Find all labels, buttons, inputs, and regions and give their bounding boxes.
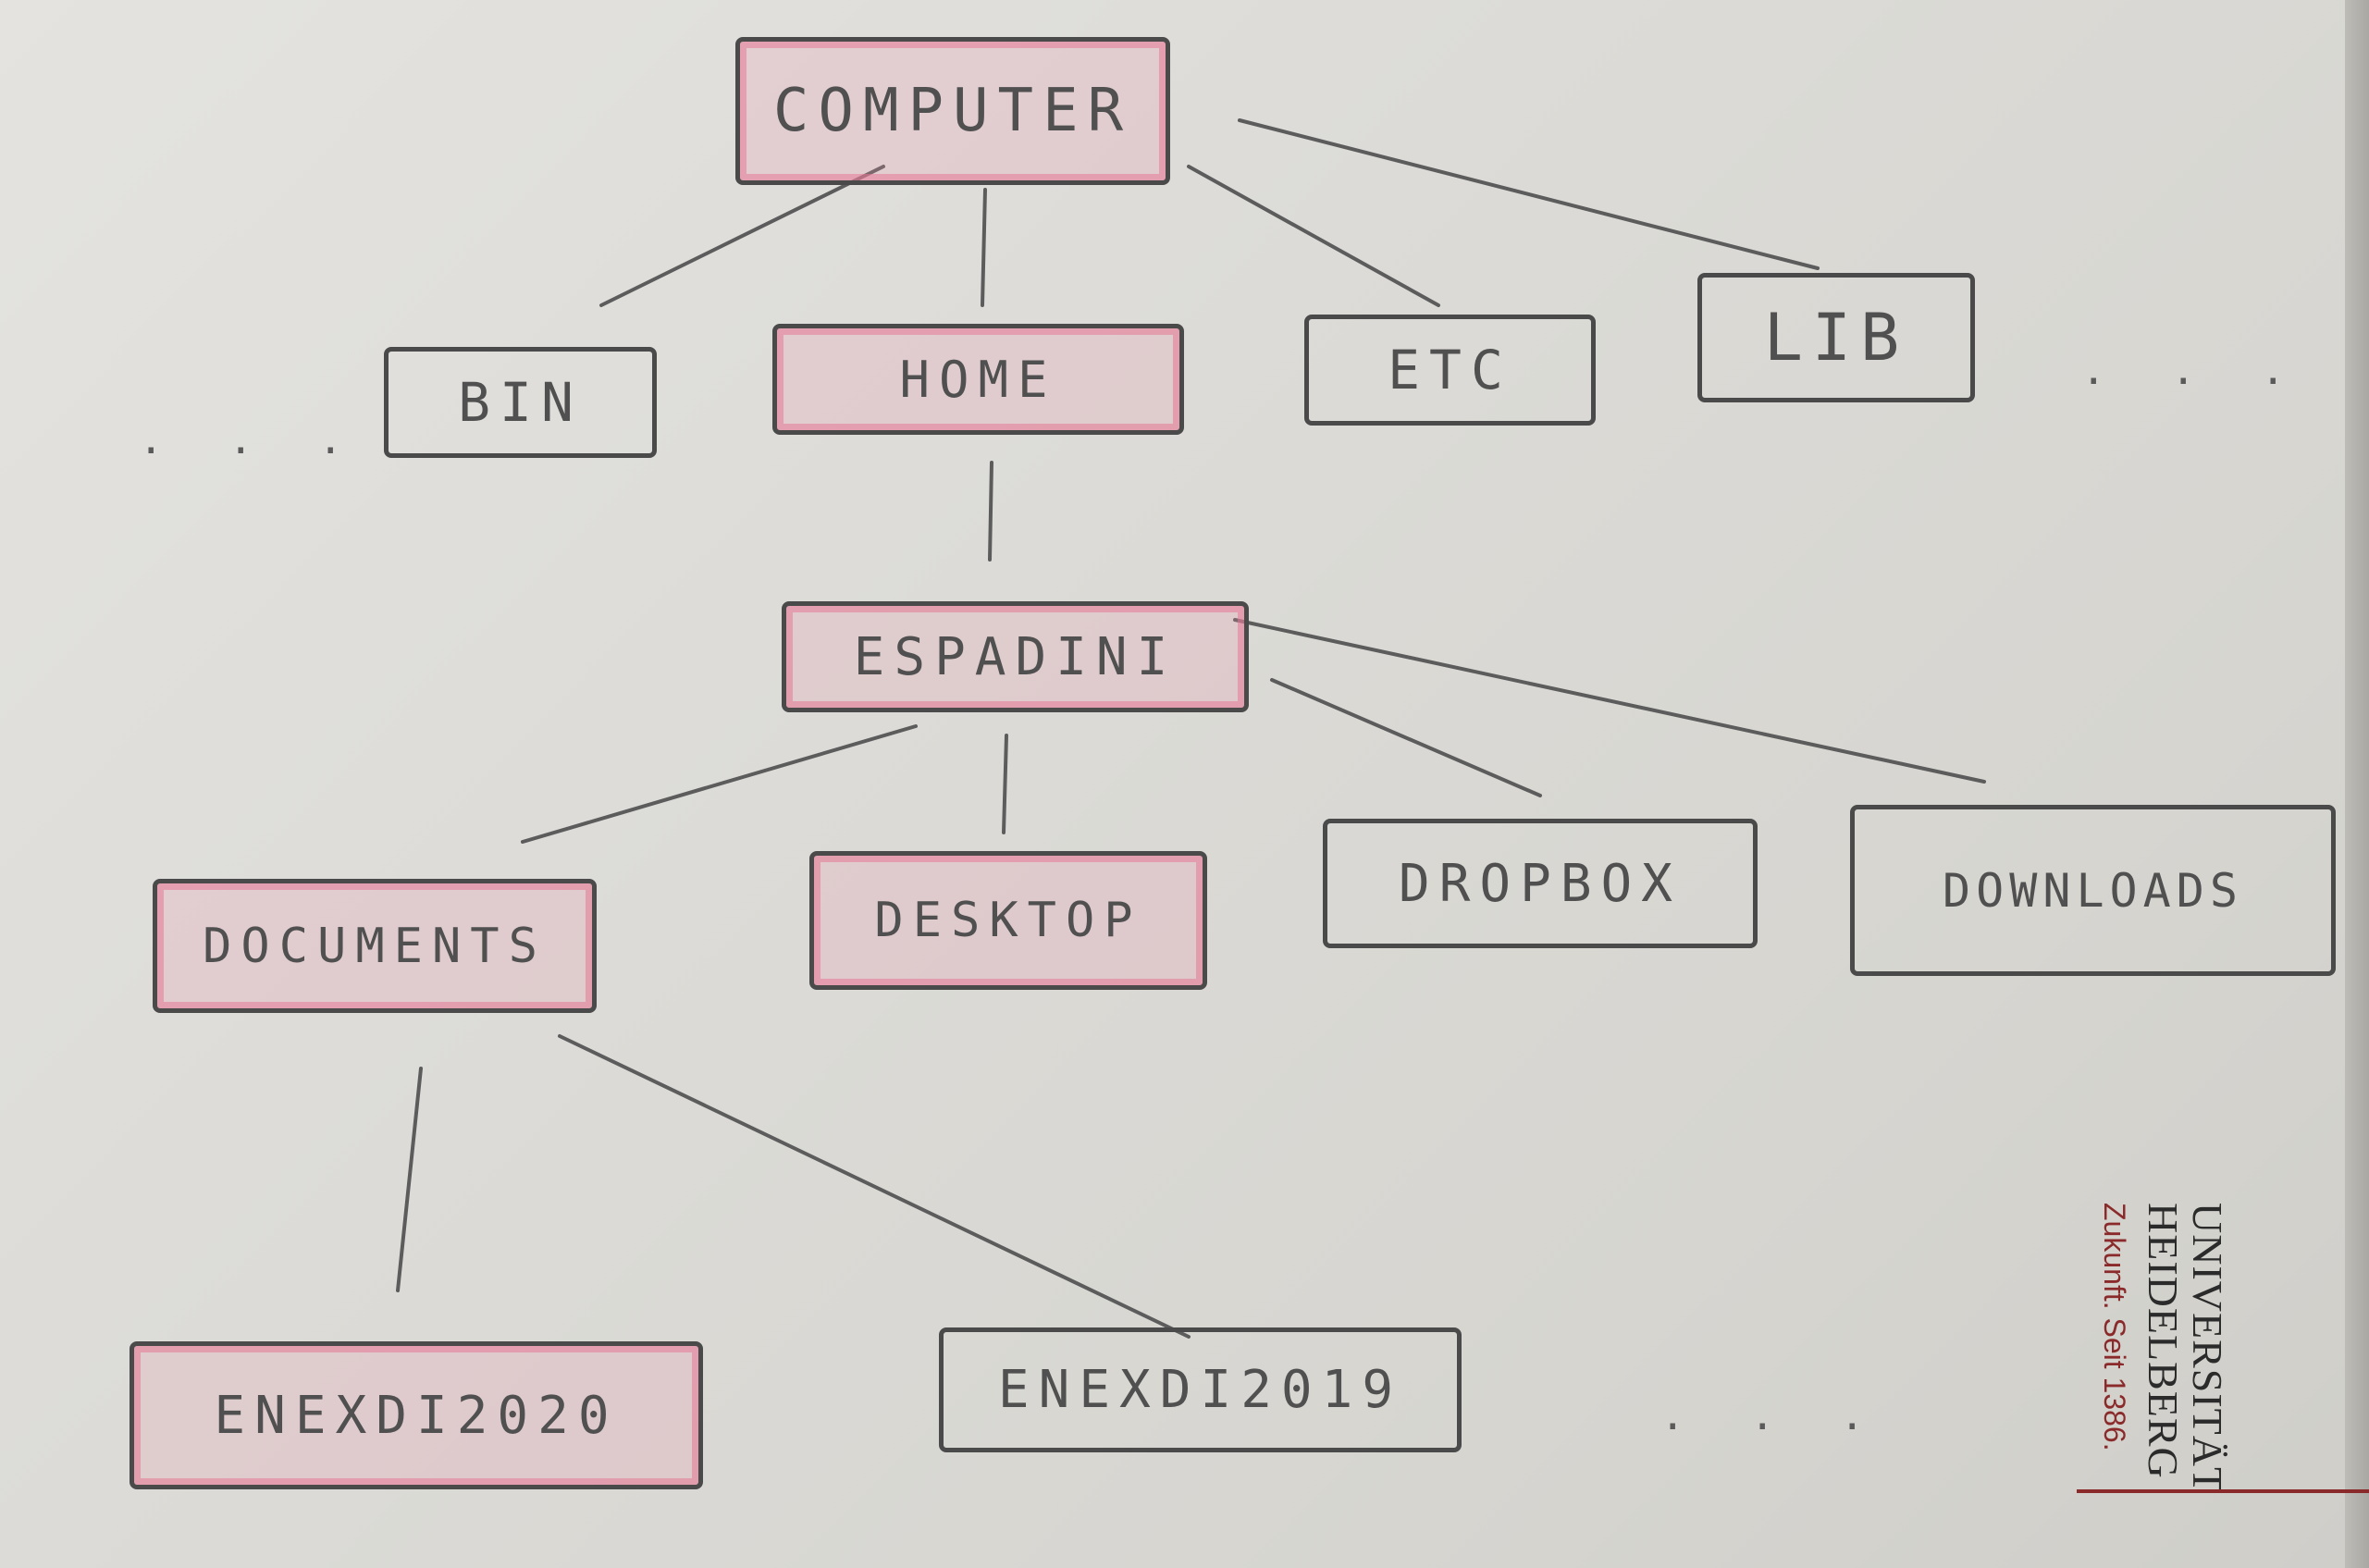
ellipsis-left: . . . (139, 416, 364, 463)
node-home-label: HOME (899, 350, 1057, 409)
node-enexdi2019-label: ENEXDI2019 (997, 1360, 1403, 1420)
edge-espadini-desktop (1002, 734, 1008, 834)
edge-computer-etc (1187, 165, 1440, 307)
ellipsis-right: . . . (2081, 347, 2306, 394)
logo-line-heidelberg: HEIDELBERG (2140, 1203, 2187, 1479)
node-dropbox-label: DROPBOX (1398, 853, 1682, 914)
node-downloads-label: DOWNLOADS (1943, 863, 2243, 918)
node-etc-label: ETC (1388, 339, 1512, 401)
ellipsis-bottom: . . . (1660, 1392, 1885, 1439)
node-documents-label: DOCUMENTS (203, 918, 547, 974)
paper-edge (2345, 0, 2369, 1568)
node-espadini: ESPADINI (782, 601, 1249, 712)
edge-documents-enexdi2019 (558, 1034, 1191, 1339)
node-bin-label: BIN (458, 371, 583, 434)
edge-computer-home (981, 188, 987, 307)
logo-line-universitat: UNIVERSITÄT (2184, 1203, 2231, 1495)
node-computer-label: COMPUTER (772, 77, 1133, 145)
edge-home-espadini (988, 461, 993, 562)
node-computer: COMPUTER (735, 37, 1170, 185)
node-etc: ETC (1304, 315, 1596, 426)
node-bin: BIN (384, 347, 657, 458)
edge-documents-enexdi2020 (396, 1067, 423, 1292)
edge-espadini-downloads (1233, 618, 1986, 784)
university-logo: UNIVERSITÄT HEIDELBERG Zukunft. Seit 138… (2072, 1203, 2231, 1517)
node-enexdi2020: ENEXDI2020 (130, 1341, 703, 1489)
node-espadini-label: ESPADINI (853, 626, 1178, 687)
node-downloads: DOWNLOADS (1850, 805, 2336, 976)
edge-espadini-dropbox (1270, 678, 1542, 797)
logo-slogan: Zukunft. Seit 1386. (2098, 1203, 2131, 1451)
node-enexdi2020-label: ENEXDI2020 (214, 1385, 619, 1446)
node-lib: LIB (1697, 273, 1975, 402)
logo-accent-rule (2077, 1489, 2369, 1493)
node-enexdi2019: ENEXDI2019 (939, 1327, 1462, 1452)
edge-computer-lib (1238, 118, 1820, 270)
node-dropbox: DROPBOX (1323, 819, 1758, 948)
edge-computer-bin (599, 165, 885, 307)
edge-espadini-documents (521, 724, 918, 844)
node-lib-label: LIB (1763, 300, 1909, 376)
node-documents: DOCUMENTS (153, 879, 597, 1013)
node-desktop-label: DESKTOP (874, 893, 1142, 948)
university-logo-text: UNIVERSITÄT HEIDELBERG Zukunft. Seit 138… (2094, 1203, 2231, 1517)
node-home: HOME (772, 324, 1184, 435)
node-desktop: DESKTOP (809, 851, 1207, 990)
